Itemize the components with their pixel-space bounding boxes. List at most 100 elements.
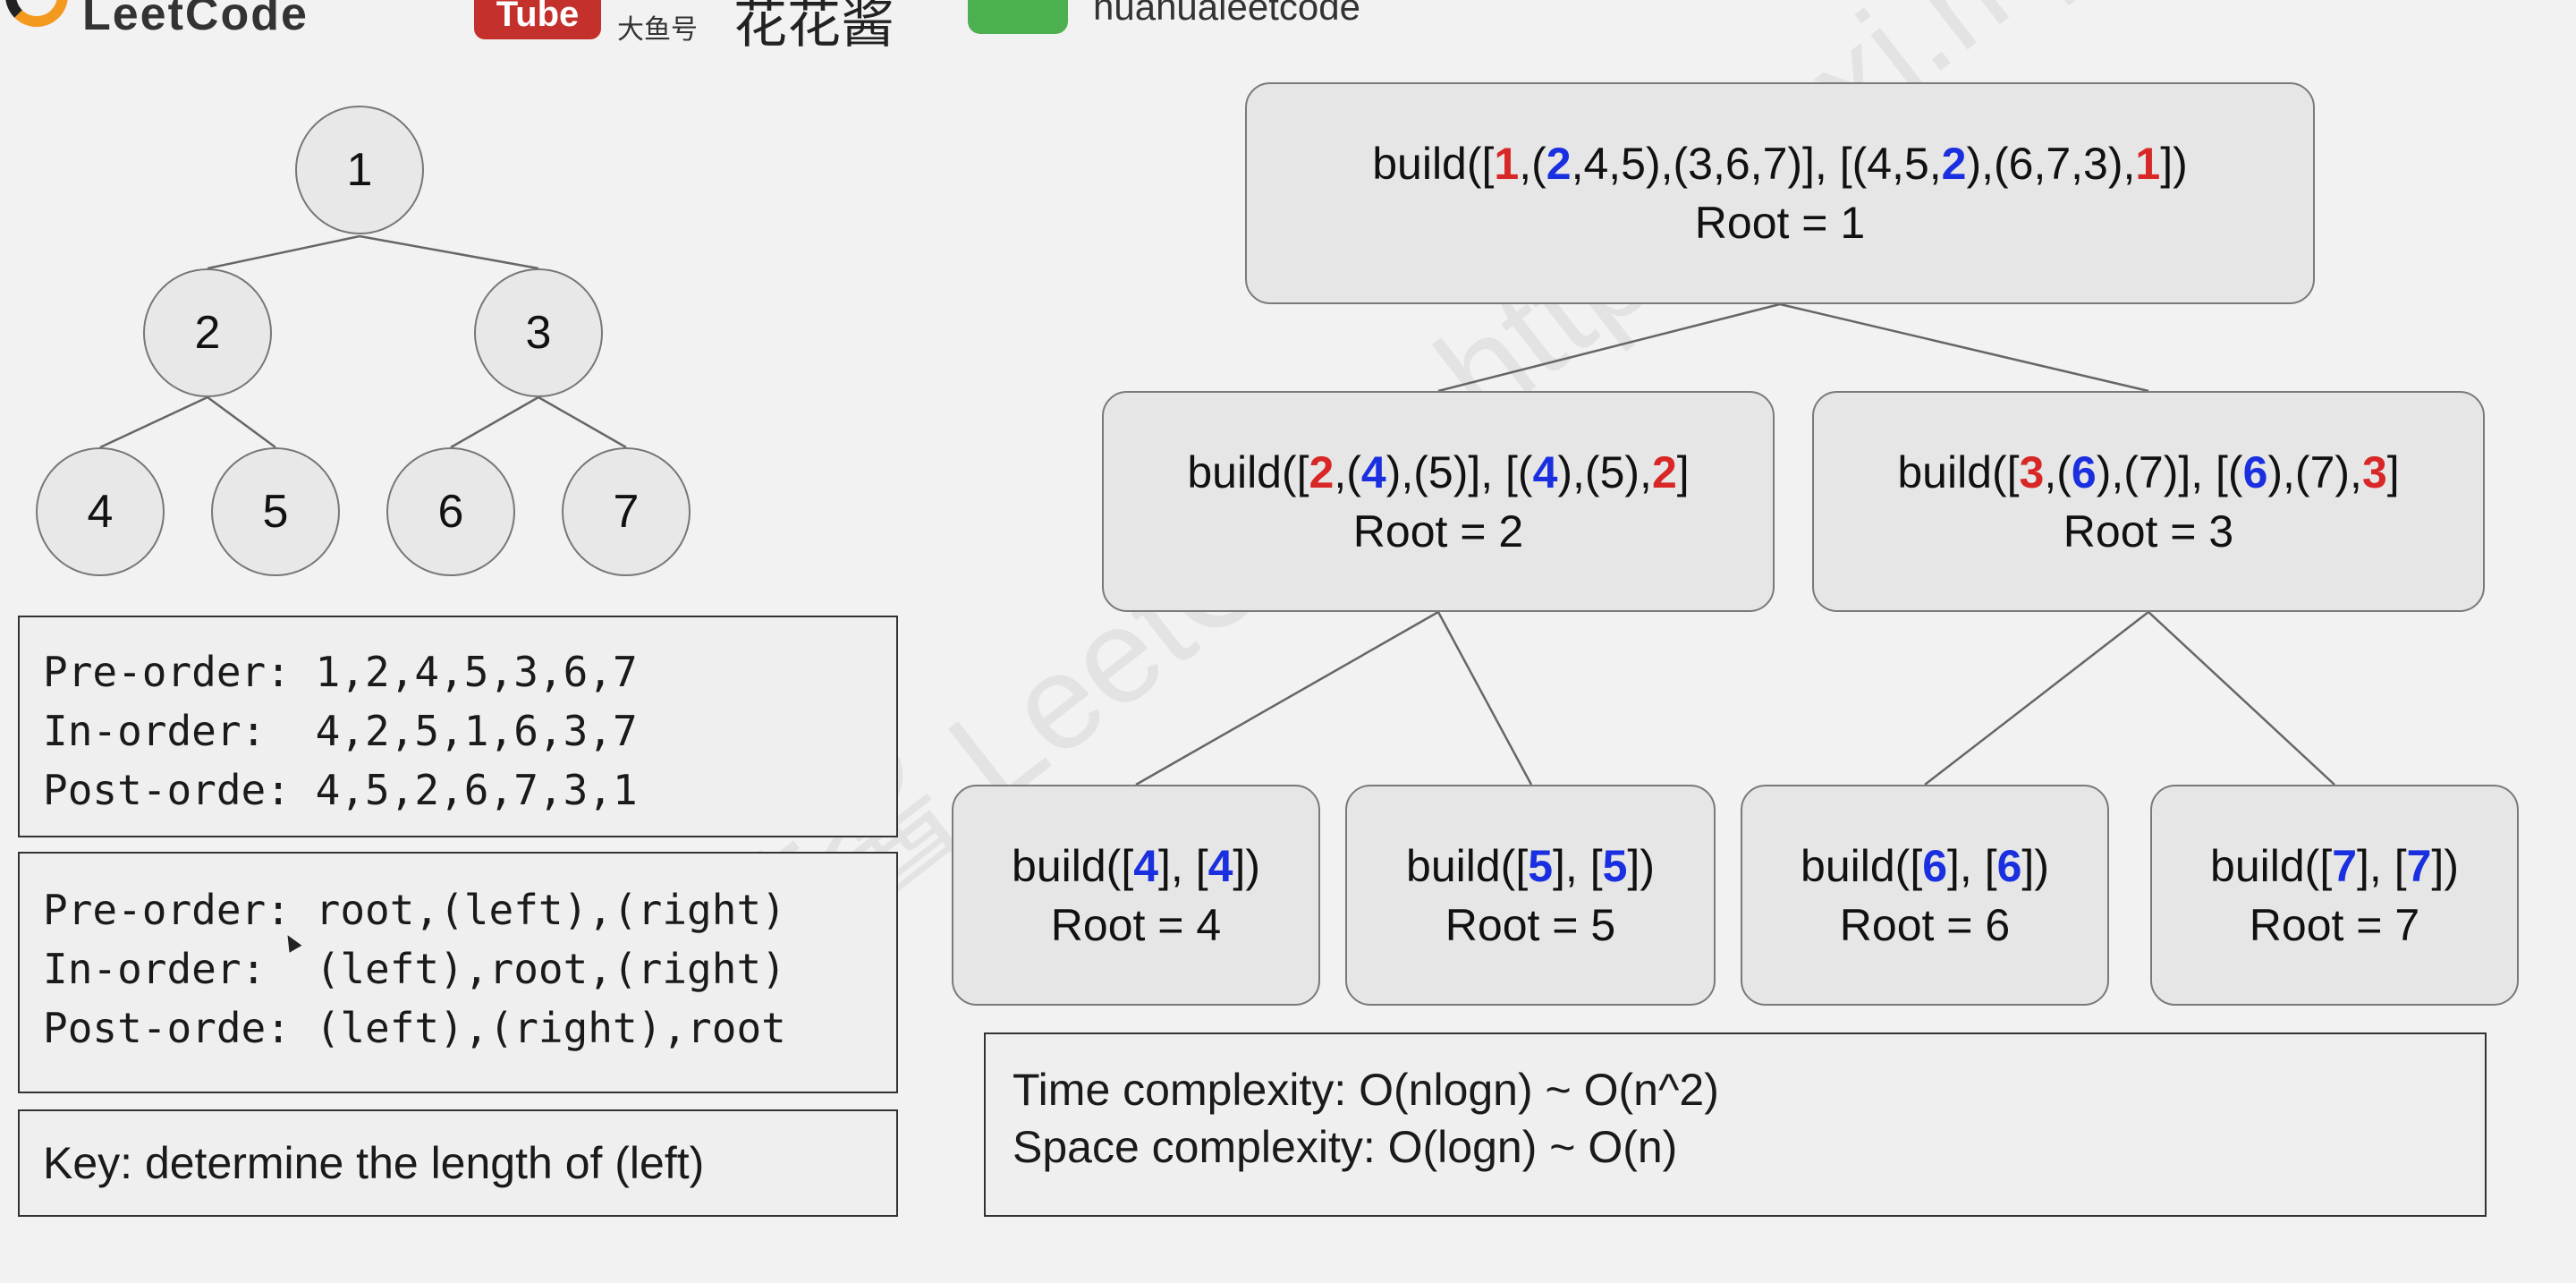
call-segment: ]) — [1233, 840, 1260, 891]
call-segment: ], [ — [2357, 840, 2407, 891]
tree-node-3: 3 — [474, 268, 603, 397]
highlighted-value: 4 — [1360, 446, 1386, 497]
call-segment: ], [ — [1947, 840, 1997, 891]
edge-1-3 — [359, 234, 539, 270]
time-complexity: Time complexity: O(nlogn) ~ O(n^2) — [1013, 1065, 1719, 1115]
call-box-leaf-6: build([6], [6]) Root = 6 — [1741, 785, 2109, 1006]
call-text: build([5], [5]) — [1406, 837, 1655, 896]
tree-node-6: 6 — [386, 447, 515, 576]
call-segment: build([ — [1012, 840, 1134, 891]
call-segment: ,( — [1334, 446, 1361, 497]
edge-call-right-6 — [1924, 611, 2149, 786]
call-box-right: build([3,(6),(7)], [(6),(7),3] Root = 3 — [1812, 391, 2485, 612]
channel-name: 花花酱 — [733, 0, 894, 54]
channel-handle: huahualeetcode — [1093, 0, 1360, 28]
highlighted-value: 7 — [2332, 840, 2358, 891]
brand-name: LeetCode — [82, 0, 309, 40]
call-root-label: Root = 3 — [2063, 506, 2234, 557]
call-segment: ,( — [2044, 446, 2072, 497]
key-note: Key: determine the length of (left) — [43, 1138, 705, 1188]
highlighted-value: 2 — [1941, 139, 1967, 189]
call-text: build([6], [6]) — [1801, 837, 2049, 896]
youtube-icon: Tube — [474, 0, 601, 39]
highlighted-value: 1 — [1494, 139, 1520, 189]
call-segment: ,( — [1519, 139, 1546, 189]
call-root-label: Root = 2 — [1352, 506, 1524, 557]
top-banner: LeetCode Tube 大鱼号 花花酱 huahualeetcode — [0, 0, 2576, 54]
edge-call-left-5 — [1436, 611, 1533, 786]
call-segment: ,4,5),(3,6,7)], [(4,5, — [1571, 139, 1942, 189]
edge-2-5 — [207, 395, 276, 449]
tree-node-7: 7 — [562, 447, 691, 576]
edge-call-right-7 — [2148, 611, 2335, 786]
highlighted-value: 2 — [1309, 446, 1335, 497]
pattern-panel: Pre-order: root,(left),(right) In-order:… — [18, 852, 898, 1093]
call-box-leaf-7: build([7], [7]) Root = 7 — [2150, 785, 2519, 1006]
traversal-post: Post-orde: 4,5,2,6,7,3,1 — [43, 766, 638, 814]
highlighted-value: 5 — [1528, 840, 1554, 891]
pattern-pre: Pre-order: root,(left),(right) — [43, 886, 786, 934]
call-text: build([4], [4]) — [1012, 837, 1260, 896]
highlighted-value: 3 — [2019, 446, 2045, 497]
edge-3-7 — [538, 395, 627, 449]
call-segment: ], [ — [1158, 840, 1208, 891]
highlighted-value: 1 — [2135, 139, 2161, 189]
edge-2-4 — [99, 395, 208, 449]
traversal-pre: Pre-order: 1,2,4,5,3,6,7 — [43, 648, 638, 696]
tree-node-2: 2 — [143, 268, 272, 397]
call-segment: ] — [2386, 446, 2400, 497]
douyu-label: 大鱼号 — [617, 15, 698, 45]
traversal-panel: Pre-order: 1,2,4,5,3,6,7 In-order: 4,2,5… — [18, 616, 898, 837]
call-text: build([7], [7]) — [2210, 837, 2459, 896]
highlighted-value: 6 — [1996, 840, 2022, 891]
call-segment: build([ — [2210, 840, 2333, 891]
edge-3-6 — [450, 395, 539, 449]
highlighted-value: 3 — [2361, 446, 2387, 497]
highlighted-value: 4 — [1208, 840, 1233, 891]
call-segment: ),(5), — [1557, 446, 1652, 497]
call-text: build([3,(6),(7)], [(6),(7),3] — [1897, 443, 2399, 502]
call-segment: ], [ — [1553, 840, 1603, 891]
edge-call-left-4 — [1135, 610, 1439, 786]
call-segment: build([ — [1187, 446, 1309, 497]
call-box-root: build([1,(2,4,5),(3,6,7)], [(4,5,2),(6,7… — [1245, 82, 2315, 304]
call-box-leaf-4: build([4], [4]) Root = 4 — [952, 785, 1320, 1006]
call-root-label: Root = 5 — [1445, 899, 1616, 950]
edge-call-root-left — [1437, 302, 1781, 393]
call-segment: ),(5)], [( — [1385, 446, 1533, 497]
tree-node-1: 1 — [295, 106, 424, 234]
call-root-label: Root = 6 — [1839, 899, 2011, 950]
pattern-post: Post-orde: (left),(right),root — [43, 1004, 786, 1052]
highlighted-value: 4 — [1133, 840, 1159, 891]
call-segment: ]) — [2431, 840, 2459, 891]
edge-1-2 — [207, 234, 360, 270]
call-segment: ),(7)], [( — [2096, 446, 2243, 497]
traversal-in: In-order: 4,2,5,1,6,3,7 — [43, 707, 638, 755]
complexity-panel: Time complexity: O(nlogn) ~ O(n^2) Space… — [984, 1032, 2487, 1217]
highlighted-value: 2 — [1546, 139, 1572, 189]
space-complexity: Space complexity: O(logn) ~ O(n) — [1013, 1122, 1678, 1172]
call-segment: build([ — [1406, 840, 1529, 891]
call-root-label: Root = 7 — [2249, 899, 2420, 950]
call-text: build([2,(4),(5)], [(4),(5),2] — [1187, 443, 1689, 502]
call-segment: ),(7), — [2267, 446, 2362, 497]
call-segment: build([ — [1372, 139, 1495, 189]
highlighted-value: 2 — [1651, 446, 1677, 497]
highlighted-value: 6 — [1922, 840, 1948, 891]
call-segment: build([ — [1897, 446, 2020, 497]
edge-call-root-right — [1779, 302, 2149, 393]
call-segment: ]) — [2021, 840, 2049, 891]
highlighted-value: 7 — [2406, 840, 2432, 891]
call-text: build([1,(2,4,5),(3,6,7)], [(4,5,2),(6,7… — [1372, 134, 2188, 193]
highlighted-value: 6 — [2242, 446, 2268, 497]
highlighted-value: 6 — [2071, 446, 2097, 497]
highlighted-value: 4 — [1532, 446, 1558, 497]
key-note-panel: Key: determine the length of (left) — [18, 1109, 898, 1217]
tree-node-4: 4 — [36, 447, 165, 576]
call-root-label: Root = 4 — [1050, 899, 1222, 950]
highlighted-value: 5 — [1602, 840, 1628, 891]
call-box-leaf-5: build([5], [5]) Root = 5 — [1345, 785, 1716, 1006]
call-root-label: Root = 1 — [1694, 198, 1866, 248]
